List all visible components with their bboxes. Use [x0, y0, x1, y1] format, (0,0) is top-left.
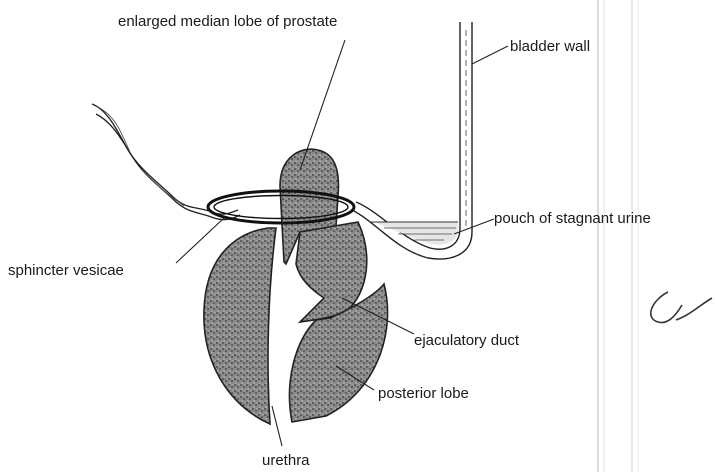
- handwritten-mark: [651, 292, 712, 323]
- urethra-label: urethra: [262, 452, 310, 469]
- sphincter-leader: [176, 218, 224, 263]
- median-lobe-leader: [300, 40, 345, 170]
- pouch-label: pouch of stagnant urine: [494, 210, 651, 227]
- sphincter-label: sphincter vesicae: [8, 262, 124, 279]
- bladder-wall-label: bladder wall: [510, 38, 590, 55]
- median-lobe-label: enlarged median lobe of prostate: [118, 13, 337, 30]
- posterior-lobe-label: posterior lobe: [378, 385, 469, 402]
- bladder-wall-leader: [472, 46, 508, 64]
- page-edge-lines: [598, 0, 638, 472]
- tissue-strand: [92, 104, 240, 220]
- ejaculatory-duct-label: ejaculatory duct: [414, 332, 520, 349]
- lateral-lobe: [204, 228, 276, 424]
- urethra-leader: [272, 406, 282, 446]
